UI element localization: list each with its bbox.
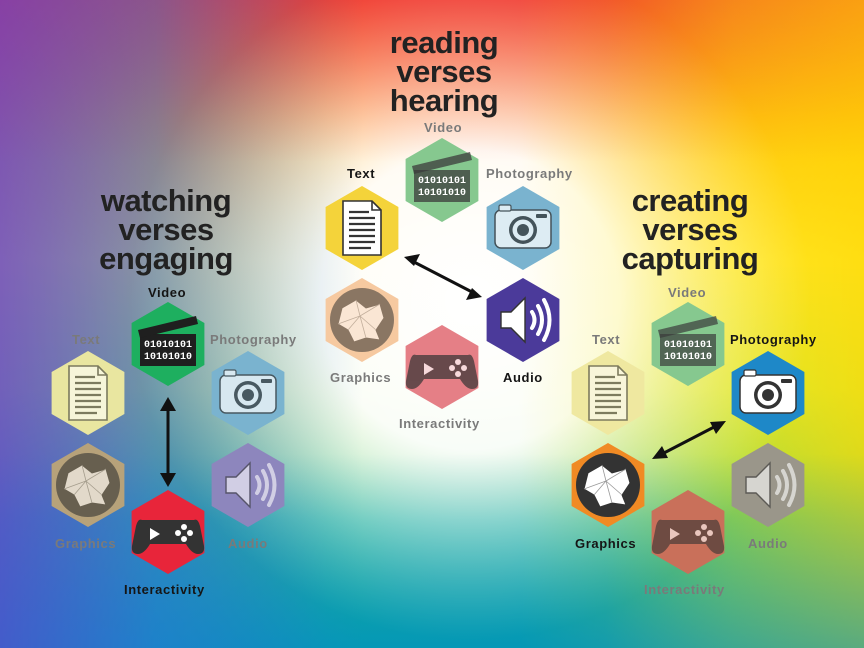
title-line: hearing	[389, 83, 499, 118]
title-reading-hearing: reading verses hearing	[364, 25, 524, 118]
binary-code-line: 01010101	[418, 176, 466, 187]
title-line: watching	[100, 183, 232, 218]
binary-code-line: 01010101	[144, 340, 192, 351]
label-graphics: Graphics	[575, 536, 637, 551]
document-icon	[587, 364, 629, 422]
label-photography: Photography	[486, 166, 573, 181]
binary-code-line: 10101010	[144, 352, 192, 363]
clapperboard-icon: 01010101 10101010	[412, 152, 472, 202]
label-photography: Photography	[210, 332, 297, 347]
group-reading-hearing: 01010101 10101010	[325, 138, 560, 409]
label-interactivity: Interactivity	[644, 582, 725, 597]
group-creating-capturing: 01010101 10101010	[571, 302, 805, 574]
binary-code-line: 10101010	[664, 352, 712, 363]
label-interactivity: Interactivity	[399, 416, 480, 431]
title-watching-engaging: watching verses engaging	[76, 183, 256, 276]
camera-icon	[219, 369, 277, 414]
title-line: verses	[118, 212, 214, 247]
title-line: engaging	[99, 241, 233, 276]
title-creating-capturing: creating verses capturing	[600, 183, 780, 276]
label-text: Text	[592, 332, 621, 347]
label-audio: Audio	[503, 370, 543, 385]
double-arrow-icon	[160, 397, 176, 487]
label-photography: Photography	[730, 332, 817, 347]
label-graphics: Graphics	[55, 536, 117, 551]
graphics-icon	[55, 452, 121, 518]
label-text: Text	[72, 332, 101, 347]
document-icon	[341, 199, 383, 257]
label-video: Video	[148, 285, 187, 300]
document-icon	[67, 364, 109, 422]
title-line: capturing	[621, 241, 759, 276]
label-graphics: Graphics	[330, 370, 392, 385]
group-watching-engaging: 01010101 10101010	[51, 302, 285, 574]
label-interactivity: Interactivity	[124, 582, 205, 597]
clapperboard-icon: 01010101 10101010	[138, 316, 198, 366]
title-line: verses	[396, 54, 492, 89]
double-arrow-icon	[404, 254, 482, 300]
graphics-icon	[329, 287, 395, 353]
title-line: creating	[631, 183, 749, 218]
label-audio: Audio	[748, 536, 788, 551]
title-line: reading	[389, 25, 499, 60]
clapperboard-icon: 01010101 10101010	[658, 316, 718, 366]
camera-icon	[739, 369, 797, 414]
camera-icon	[494, 204, 552, 249]
label-audio: Audio	[228, 536, 268, 551]
label-video: Video	[668, 285, 707, 300]
title-line: verses	[642, 212, 738, 247]
graphics-icon	[575, 452, 641, 518]
label-video: Video	[424, 120, 463, 135]
label-text: Text	[347, 166, 376, 181]
double-arrow-icon	[652, 421, 726, 459]
binary-code-line: 01010101	[664, 340, 712, 351]
binary-code-line: 10101010	[418, 188, 466, 199]
